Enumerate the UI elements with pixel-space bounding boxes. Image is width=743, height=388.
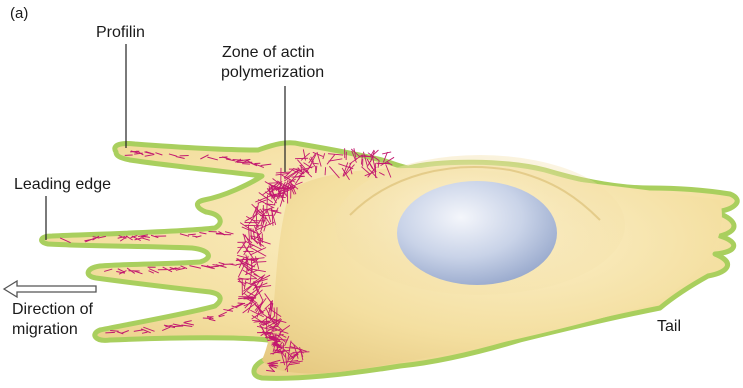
actin-filament <box>238 303 245 304</box>
actin-filament <box>216 233 223 234</box>
tail-label: Tail <box>657 317 681 336</box>
direction-arrow-icon <box>4 281 96 297</box>
zone-label-line2: polymerization <box>221 63 324 82</box>
nucleus <box>397 181 557 285</box>
zone-label-line1: Zone of actin <box>222 43 315 62</box>
actin-filament <box>274 308 275 317</box>
direction-label-line1: Direction of <box>12 300 93 319</box>
leading-edge-label: Leading edge <box>14 175 111 194</box>
actin-filament <box>325 167 326 175</box>
actin-filament <box>203 318 211 319</box>
actin-filament <box>359 156 374 157</box>
actin-filament <box>172 326 182 327</box>
direction-label-line2: migration <box>12 320 78 339</box>
actin-filament <box>105 332 114 333</box>
panel-label: (a) <box>10 4 28 23</box>
actin-filament <box>110 331 118 332</box>
profilin-label: Profilin <box>96 23 145 42</box>
